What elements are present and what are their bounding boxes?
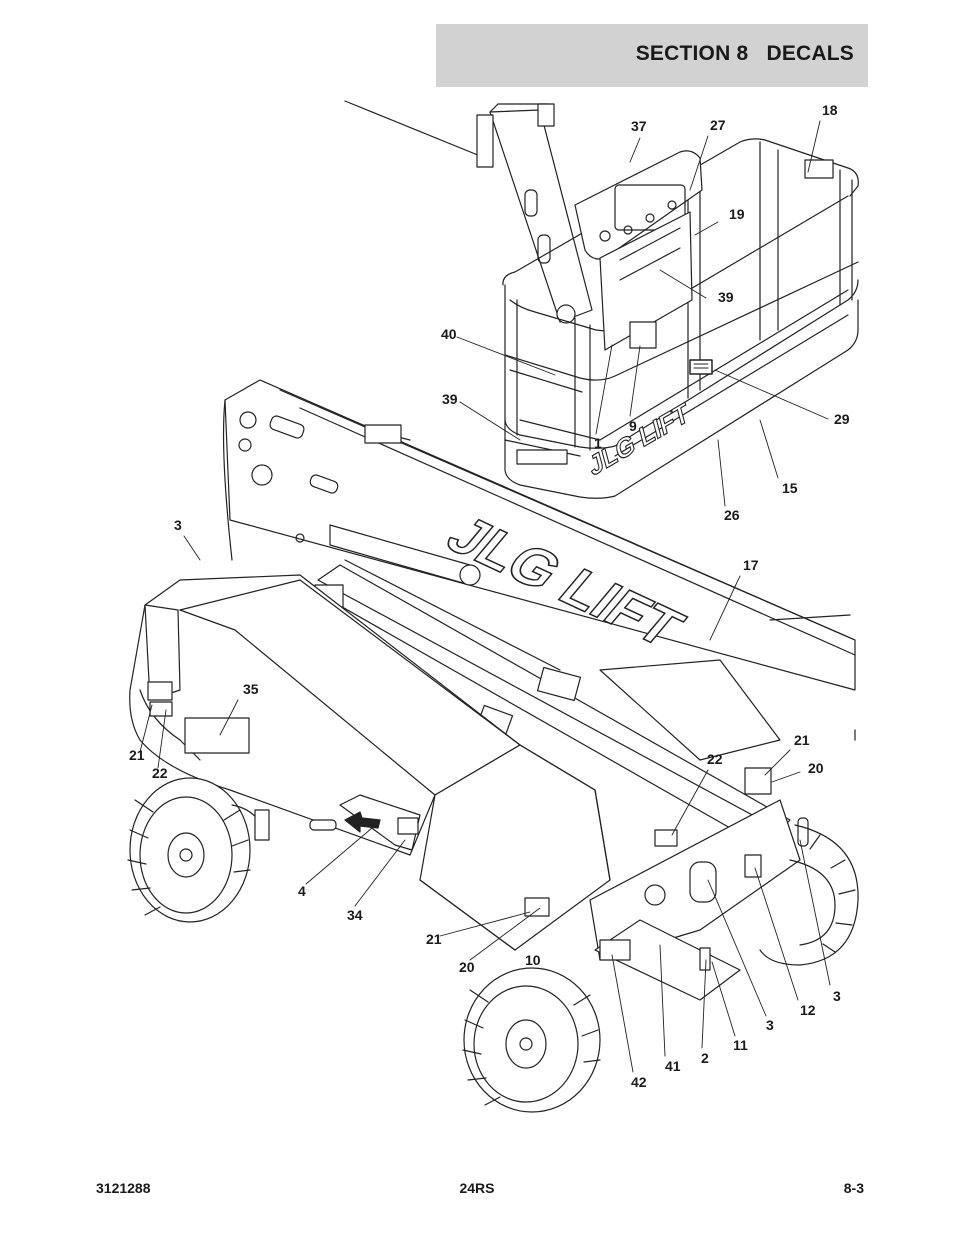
callout-29: 29 [834,411,850,427]
main-boom [222,379,856,865]
callout-21: 21 [794,732,810,748]
callout-42: 42 [631,1074,647,1090]
callout-18: 18 [822,102,838,118]
callout-20: 20 [459,959,475,975]
callout-27: 27 [710,117,726,133]
rear-left-wheel [462,967,601,1113]
callout-1: 1 [594,435,602,451]
front-right-wheel [231,804,270,841]
callout-17: 17 [743,557,759,573]
section-header: SECTION 8 DECALS [436,24,868,87]
jib-boom [344,100,593,324]
callout-26: 26 [724,507,740,523]
callout-40: 40 [441,326,457,342]
front-left-wheel [127,777,251,923]
callout-35: 35 [243,681,259,697]
model-name: 24RS [459,1180,495,1196]
chassis [129,574,809,1001]
callout-15: 15 [782,480,798,496]
rear-right-wheel [759,824,859,966]
section-title: SECTION 8 DECALS [635,42,854,65]
callout-39: 39 [442,391,458,407]
callout-21: 21 [426,931,442,947]
control-console [574,150,703,351]
callout-2: 2 [701,1050,709,1066]
callout-11: 11 [733,1037,748,1053]
callout-3: 3 [833,988,841,1004]
callout-3: 3 [766,1017,774,1033]
page-number: 8-3 [843,1180,864,1196]
callout-37: 37 [631,118,647,134]
callout-34: 34 [347,907,363,923]
callout-leaders [139,120,831,1073]
callout-20: 20 [808,760,824,776]
doc-number: 3121288 [96,1180,151,1196]
callout-3: 3 [174,517,182,533]
callout-21: 21 [129,747,145,763]
platform-basket [502,138,859,499]
callout-41: 41 [665,1058,681,1074]
callout-22: 22 [707,751,723,767]
callout-10: 10 [525,952,541,968]
callout-19: 19 [729,206,745,222]
callout-4: 4 [298,883,306,899]
callout-12: 12 [800,1002,816,1018]
callout-22: 22 [152,765,168,781]
callout-9: 9 [629,418,637,434]
callout-39: 39 [718,289,734,305]
